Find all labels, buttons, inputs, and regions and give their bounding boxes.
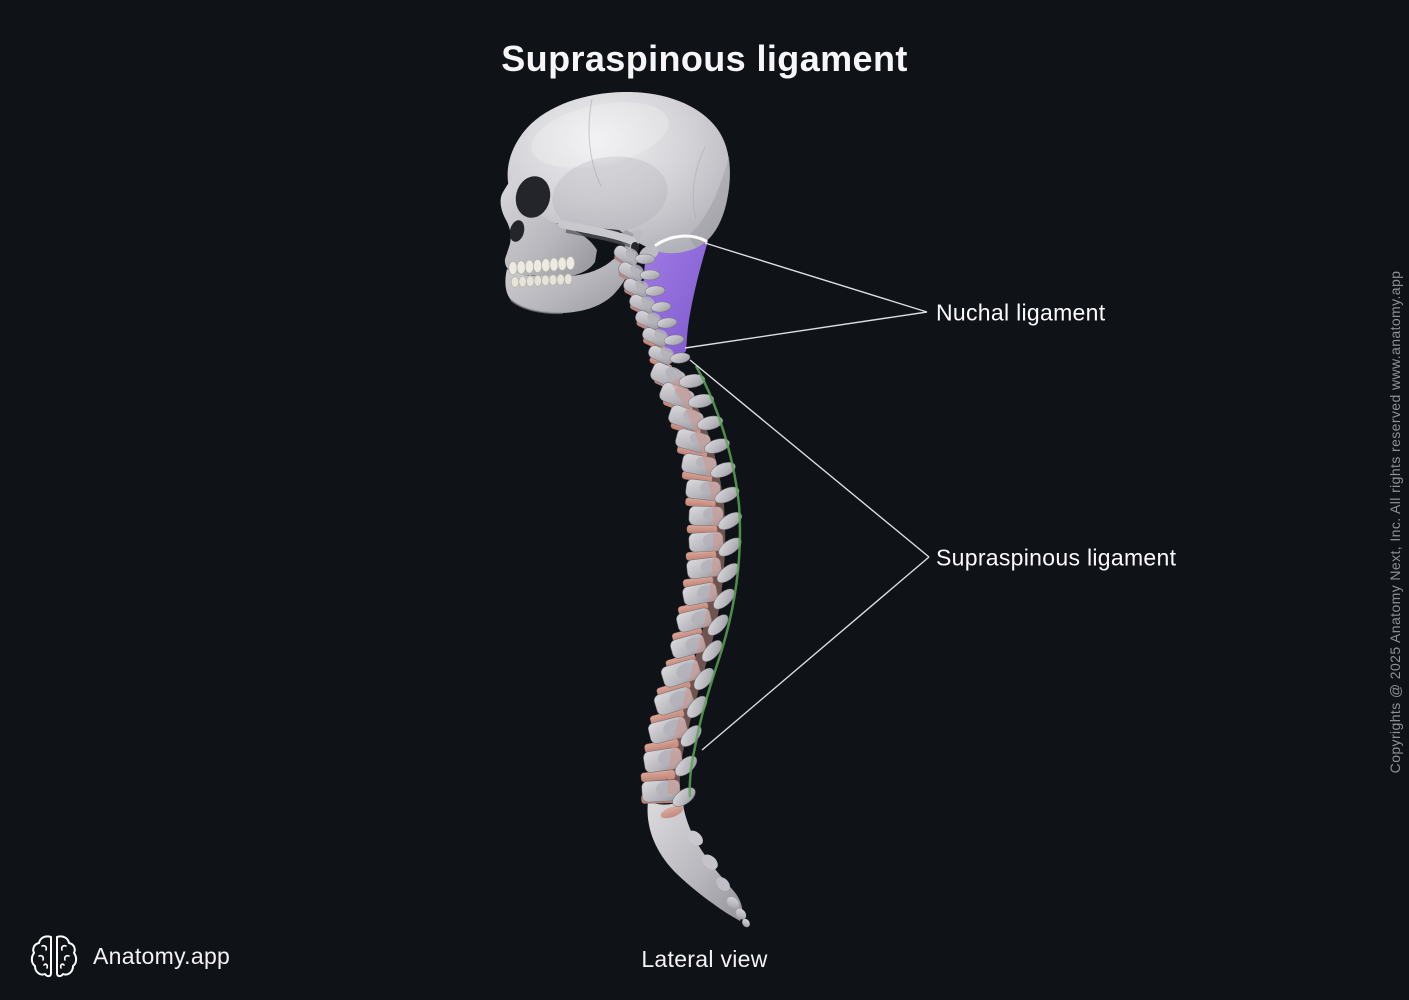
tooth (549, 257, 559, 272)
transverse-process (654, 329, 668, 341)
spinous-process (701, 640, 723, 662)
page-title: Supraspinous ligament (501, 38, 908, 79)
lower-teeth (510, 273, 573, 288)
spinous-process (656, 317, 678, 329)
tooth (541, 258, 551, 273)
sacrum (647, 800, 750, 928)
occipital-attachment-highlight (654, 234, 708, 247)
nasal-aperture (509, 220, 525, 242)
brand-logo: Anatomy.app (30, 932, 230, 980)
transverse-process (635, 280, 649, 292)
transverse-process (630, 264, 644, 276)
transverse-process (691, 611, 709, 625)
spinous-process (718, 512, 742, 530)
copyright-vertical-text: Copyrights @ 2025 Anatomy Next, Inc. All… (1387, 270, 1403, 774)
spinous-process (650, 301, 672, 313)
tooth (510, 276, 520, 288)
tooth (524, 259, 535, 274)
spinous-process (634, 253, 656, 265)
leader-line-supraspinous-lower (701, 556, 930, 751)
tooth (556, 273, 565, 286)
upper-teeth (508, 256, 576, 275)
tooth (526, 275, 535, 287)
tooth (532, 258, 543, 273)
tooth (564, 273, 573, 285)
tooth (508, 260, 518, 275)
spinous-process (669, 352, 691, 364)
transverse-process (665, 367, 683, 381)
coccyx (726, 896, 740, 910)
tooth (541, 274, 550, 287)
skull (500, 91, 731, 315)
view-caption: Lateral view (641, 946, 768, 972)
brain-icon (30, 935, 78, 978)
spinous-process (639, 269, 661, 281)
spinous-process (707, 614, 729, 636)
spinous-process (710, 462, 736, 478)
spinous-process (713, 588, 735, 610)
mandible (505, 229, 642, 314)
leader-line-supraspinous-upper (689, 359, 930, 558)
transverse-process (625, 248, 639, 260)
spinous-process (663, 334, 685, 346)
spinous-process (644, 285, 666, 297)
tooth (557, 256, 567, 271)
brand-name: Anatomy.app (93, 942, 231, 969)
spinous-process (687, 393, 715, 409)
orbit (515, 176, 551, 218)
tooth (548, 274, 558, 286)
transverse-process (641, 296, 655, 308)
vertebral-column (613, 245, 742, 807)
spinous-process (678, 374, 706, 388)
label-nuchal-ligament: Nuchal ligament (936, 299, 1106, 326)
label-supraspinous-ligament: Supraspinous ligament (936, 544, 1177, 571)
tooth (565, 256, 576, 271)
tooth (516, 260, 526, 275)
transverse-process (647, 312, 661, 324)
supraspinous-ligament-highlight (688, 365, 742, 798)
spinous-process (704, 438, 730, 454)
spinous-process (693, 667, 715, 691)
leader-line-nuchal-lower (684, 311, 928, 349)
transverse-process (660, 347, 674, 359)
leader-line-nuchal-upper (704, 242, 928, 313)
spinous-process (696, 415, 724, 431)
spinous-process (714, 486, 740, 504)
tooth (518, 275, 527, 288)
tooth (533, 275, 542, 287)
